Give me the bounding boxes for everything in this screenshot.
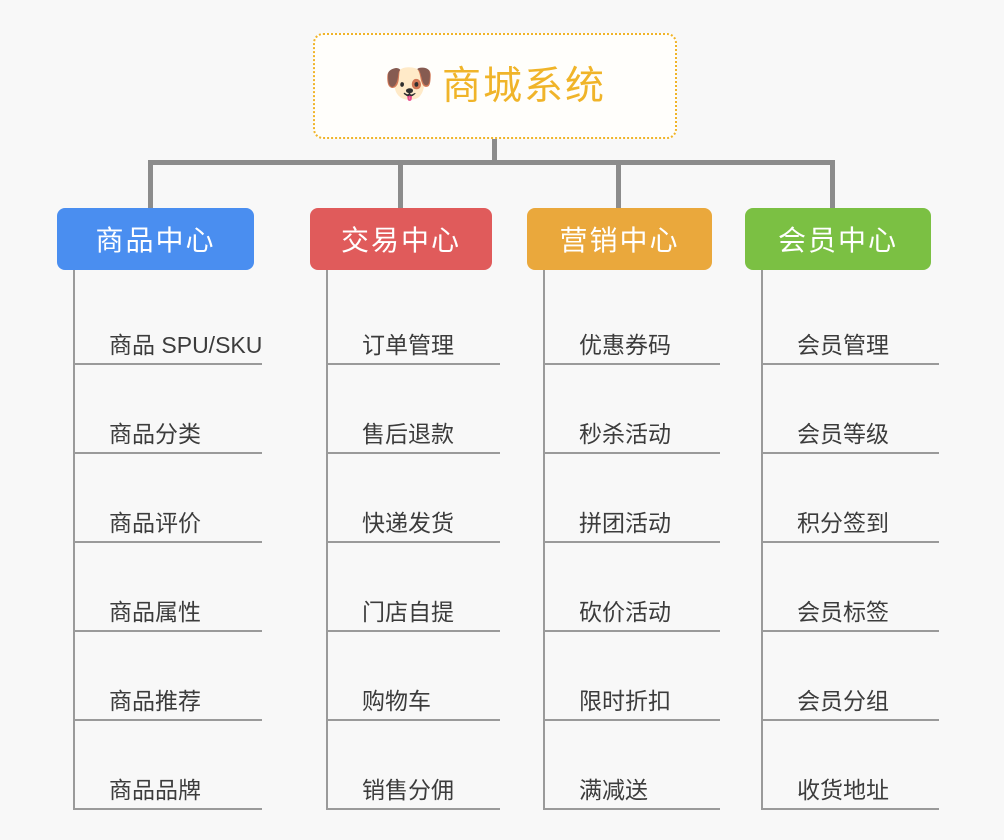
leaf-underline	[545, 541, 720, 543]
leaf-item[interactable]: 优惠券码	[545, 276, 720, 365]
branch-header-marketing-center[interactable]: 营销中心	[527, 208, 712, 270]
leaf-label: 会员等级	[797, 420, 889, 447]
leaf-item[interactable]: 砍价活动	[545, 543, 720, 632]
leaf-underline	[763, 452, 939, 454]
leaf-item[interactable]: 商品评价	[75, 454, 262, 543]
leaf-label: 收货地址	[797, 776, 889, 803]
leaf-label: 快递发货	[362, 509, 454, 536]
connector-drop-4	[830, 160, 835, 208]
leaf-item[interactable]: 订单管理	[328, 276, 500, 365]
leaf-item[interactable]: 会员管理	[763, 276, 939, 365]
branch-member-center: 会员中心 会员管理 会员等级 积分签到 会员标签 会员分组	[745, 208, 939, 810]
leaf-underline	[763, 363, 939, 365]
leaf-underline	[763, 719, 939, 721]
leaf-underline	[328, 630, 500, 632]
leaf-underline	[763, 630, 939, 632]
leaf-item[interactable]: 商品推荐	[75, 632, 262, 721]
leaf-item[interactable]: 购物车	[328, 632, 500, 721]
leaf-underline	[545, 719, 720, 721]
leaf-item[interactable]: 商品属性	[75, 543, 262, 632]
leaf-label: 购物车	[362, 687, 431, 714]
leaf-item[interactable]: 门店自提	[328, 543, 500, 632]
leaf-item[interactable]: 积分签到	[763, 454, 939, 543]
leaf-item[interactable]: 会员标签	[763, 543, 939, 632]
leaf-label: 商品分类	[109, 420, 201, 447]
branch-label: 会员中心	[777, 225, 898, 256]
leaf-underline	[75, 719, 262, 721]
connector-drop-1	[148, 160, 153, 208]
leaf-underline	[75, 452, 262, 454]
leaf-label: 积分签到	[797, 509, 889, 536]
leaf-item[interactable]: 销售分佣	[328, 721, 500, 810]
leaf-underline	[75, 363, 262, 365]
leaf-underline	[75, 541, 262, 543]
leaf-item[interactable]: 售后退款	[328, 365, 500, 454]
leaf-underline	[763, 808, 939, 810]
leaf-underline	[545, 630, 720, 632]
leaf-item[interactable]: 快递发货	[328, 454, 500, 543]
leaf-label: 会员标签	[797, 598, 889, 625]
leaf-underline	[545, 363, 720, 365]
leaf-label: 会员分组	[797, 687, 889, 714]
leaf-item[interactable]: 商品分类	[75, 365, 262, 454]
connector-drop-3	[616, 160, 621, 208]
leaf-underline	[75, 808, 262, 810]
leaf-label: 商品属性	[109, 598, 201, 625]
leaf-underline	[328, 719, 500, 721]
leaf-label: 商品品牌	[109, 776, 201, 803]
leaf-item[interactable]: 拼团活动	[545, 454, 720, 543]
leaf-underline	[328, 363, 500, 365]
leaf-item[interactable]: 收货地址	[763, 721, 939, 810]
leaf-label: 商品 SPU/SKU	[109, 331, 263, 358]
branch-marketing-center: 营销中心 优惠券码 秒杀活动 拼团活动 砍价活动 限时折扣	[527, 208, 720, 810]
branch-header-product-center[interactable]: 商品中心	[57, 208, 254, 270]
leaf-label: 秒杀活动	[579, 420, 671, 447]
leaf-label: 商品推荐	[109, 687, 201, 714]
leaf-item[interactable]: 商品 SPU/SKU	[75, 276, 263, 365]
leaf-label: 门店自提	[362, 598, 454, 625]
shiba-dog-face-icon: 🐶	[383, 62, 434, 106]
root-node[interactable]: 🐶 商城系统	[313, 33, 677, 139]
leaf-underline	[545, 808, 720, 810]
leaf-label: 优惠券码	[579, 331, 671, 358]
leaf-list-member-center: 会员管理 会员等级 积分签到 会员标签 会员分组 收货地址	[761, 270, 939, 810]
branch-label: 交易中心	[340, 225, 461, 256]
leaf-underline	[75, 630, 262, 632]
leaf-item[interactable]: 秒杀活动	[545, 365, 720, 454]
branch-header-trade-center[interactable]: 交易中心	[310, 208, 492, 270]
branch-trade-center: 交易中心 订单管理 售后退款 快递发货 门店自提 购物车	[310, 208, 500, 810]
leaf-list-trade-center: 订单管理 售后退款 快递发货 门店自提 购物车 销售分佣	[326, 270, 500, 810]
leaf-label: 会员管理	[797, 331, 889, 358]
leaf-label: 订单管理	[362, 331, 454, 358]
leaf-item[interactable]: 商品品牌	[75, 721, 262, 810]
leaf-label: 满减送	[579, 776, 648, 803]
branch-product-center: 商品中心 商品 SPU/SKU 商品分类 商品评价 商品属性 商品推荐	[57, 208, 263, 810]
leaf-underline	[328, 808, 500, 810]
connector-root-stem	[492, 139, 497, 164]
leaf-list-product-center: 商品 SPU/SKU 商品分类 商品评价 商品属性 商品推荐 商品品牌	[73, 270, 263, 810]
leaf-label: 售后退款	[362, 420, 454, 447]
leaf-underline	[328, 541, 500, 543]
leaf-list-marketing-center: 优惠券码 秒杀活动 拼团活动 砍价活动 限时折扣 满减送	[543, 270, 720, 810]
connector-drop-2	[398, 160, 403, 208]
leaf-underline	[545, 452, 720, 454]
branch-label: 营销中心	[559, 225, 680, 256]
leaf-item[interactable]: 会员等级	[763, 365, 939, 454]
root-title: 商城系统	[441, 64, 606, 108]
branch-header-member-center[interactable]: 会员中心	[745, 208, 931, 270]
branch-label: 商品中心	[95, 225, 216, 256]
leaf-label: 拼团活动	[579, 509, 671, 536]
leaf-item[interactable]: 限时折扣	[545, 632, 720, 721]
leaf-label: 商品评价	[109, 509, 201, 536]
leaf-item[interactable]: 会员分组	[763, 632, 939, 721]
leaf-label: 销售分佣	[362, 776, 454, 803]
connector-horizontal-bus	[148, 160, 835, 165]
leaf-item[interactable]: 满减送	[545, 721, 720, 810]
leaf-label: 限时折扣	[579, 687, 671, 714]
leaf-label: 砍价活动	[579, 598, 671, 625]
leaf-underline	[328, 452, 500, 454]
leaf-underline	[763, 541, 939, 543]
